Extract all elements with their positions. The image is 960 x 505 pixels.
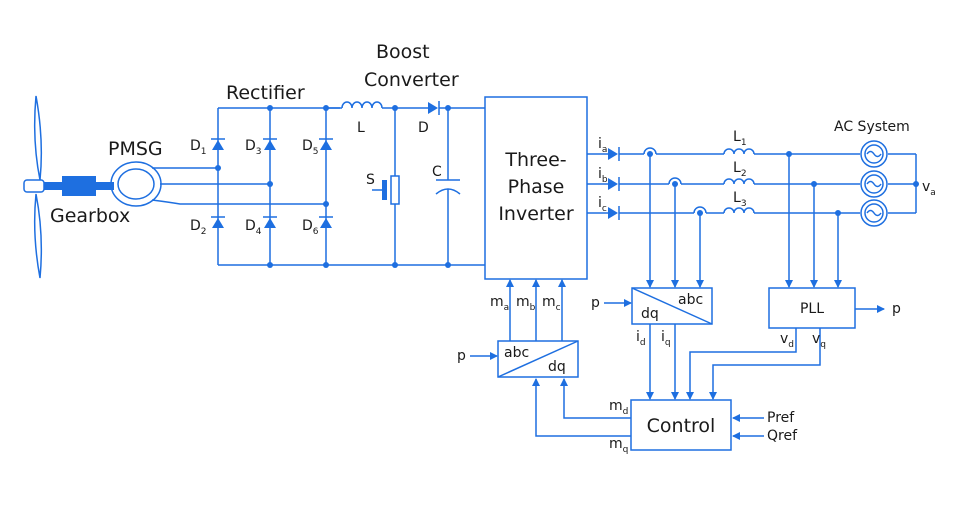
ac-phase-dots bbox=[647, 151, 919, 216]
voltage-taps bbox=[785, 154, 842, 288]
current-label-ic: ic bbox=[598, 195, 607, 214]
inductor-label-l2: L2 bbox=[733, 160, 747, 179]
modulation-label-mc: mc bbox=[542, 294, 561, 313]
current-label-ia: ia bbox=[598, 136, 607, 155]
control-output-mq: mq bbox=[609, 436, 628, 455]
theta-label-modulation: p bbox=[457, 348, 466, 364]
diode-d1 bbox=[211, 138, 225, 150]
boost-inductor bbox=[326, 101, 428, 109]
rectifier-bridge bbox=[217, 107, 485, 266]
rectifier-label: Rectifier bbox=[226, 82, 305, 104]
inductor-label-l3: L3 bbox=[733, 190, 747, 209]
boost-label-line1: Boost bbox=[376, 41, 430, 63]
modulation-label-ma: ma bbox=[490, 294, 509, 313]
switch-label-s: S bbox=[366, 172, 375, 188]
diode-d6 bbox=[319, 216, 333, 228]
grid-voltage-label: va bbox=[922, 179, 936, 198]
control-label: Control bbox=[647, 415, 716, 437]
inductor-label-l: L bbox=[357, 120, 365, 136]
qref-label: Qref bbox=[767, 428, 798, 444]
boost-diode bbox=[428, 101, 485, 115]
abc-dq-divider bbox=[631, 287, 713, 325]
pref-label: Pref bbox=[767, 410, 795, 426]
diode-d2 bbox=[211, 216, 225, 228]
diode-label-d6: D6 bbox=[302, 218, 319, 237]
ac-source-a bbox=[860, 140, 888, 168]
gearbox-label: Gearbox bbox=[50, 205, 130, 227]
current-taps bbox=[646, 154, 704, 288]
pmsg-generator bbox=[110, 161, 326, 207]
current-label-ib: ib bbox=[598, 166, 608, 185]
boost-label-line2: Converter bbox=[364, 69, 459, 91]
inverter-label-line1: Three- bbox=[504, 149, 566, 171]
boost-switch bbox=[372, 108, 400, 265]
diode-label-d2: D2 bbox=[190, 218, 207, 237]
inverter-label-line2: Phase bbox=[508, 176, 565, 198]
md-mq-signals bbox=[532, 378, 631, 437]
three-phase-inverter bbox=[484, 96, 588, 280]
diode-label-d1: D1 bbox=[190, 138, 207, 157]
current-label-id: id bbox=[636, 329, 646, 348]
voltage-label-vd: vd bbox=[780, 331, 794, 350]
dq-label-modulation: dq bbox=[548, 359, 566, 375]
ac-source-c bbox=[860, 199, 888, 227]
turbine-hub bbox=[23, 179, 45, 193]
ac-phase-lines bbox=[587, 147, 917, 220]
inverter-label-line3: Inverter bbox=[498, 203, 574, 225]
control-block bbox=[630, 399, 732, 451]
diode-label-d5: D5 bbox=[302, 138, 319, 157]
id-iq-signals bbox=[646, 324, 679, 400]
modulation-label-mb: mb bbox=[516, 294, 536, 313]
diode-label-d4: D4 bbox=[245, 218, 262, 237]
dq-label-current: dq bbox=[641, 306, 659, 322]
current-label-iq: iq bbox=[661, 329, 671, 348]
ac-system-label: AC System bbox=[834, 119, 910, 135]
capacitor-label-c: C bbox=[432, 164, 442, 180]
gearbox-body bbox=[62, 176, 96, 196]
abc-label-current: abc bbox=[678, 292, 703, 308]
diode-d3 bbox=[263, 138, 277, 150]
dq-abc-divider bbox=[497, 340, 579, 378]
pll-label: PLL bbox=[800, 301, 824, 317]
ac-source-b bbox=[860, 170, 888, 198]
pll-theta-label: p bbox=[892, 301, 901, 317]
theta-label-current: p bbox=[591, 295, 600, 311]
pmsg-label: PMSG bbox=[108, 138, 163, 160]
inductor-label-l1: L1 bbox=[733, 129, 747, 148]
voltage-label-vq: vq bbox=[812, 331, 826, 350]
diode-d4 bbox=[263, 216, 277, 228]
abc-label-modulation: abc bbox=[504, 345, 529, 361]
junction-dots bbox=[215, 105, 451, 268]
diode-label-d: D bbox=[418, 120, 429, 136]
control-output-md: md bbox=[609, 398, 628, 417]
diode-label-d3: D3 bbox=[245, 138, 262, 157]
ma-mb-mc-signals bbox=[506, 279, 566, 341]
pll-block bbox=[768, 287, 856, 329]
vd-vq-signals bbox=[686, 328, 821, 400]
diode-d5 bbox=[319, 138, 333, 150]
dc-link-capacitor bbox=[435, 108, 461, 265]
